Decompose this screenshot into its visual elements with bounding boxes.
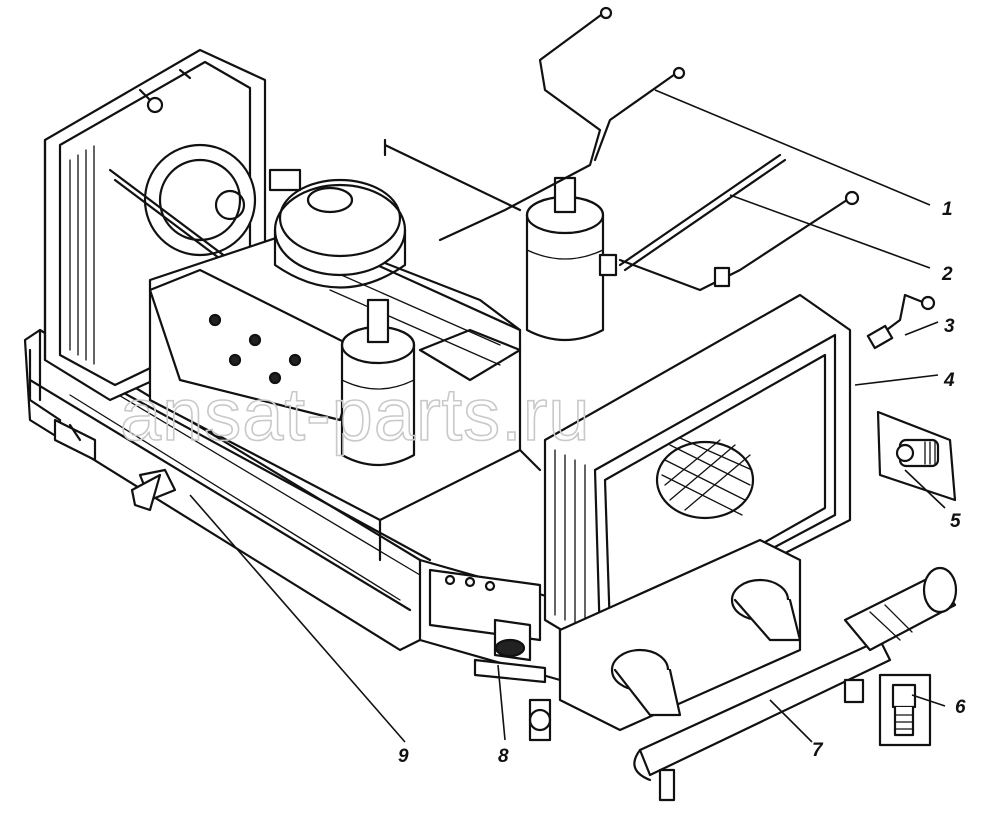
air-filter: [268, 168, 407, 289]
callout-9: 9: [398, 746, 409, 767]
callouts: 1 2 3 4 5 6 7 8 9: [398, 199, 966, 767]
pipe-assembly-7: [633, 566, 958, 802]
filter-canister-left: [340, 298, 416, 466]
engine-mount-8: [473, 618, 547, 684]
callout-1: 1: [942, 199, 953, 220]
callout-7: 7: [812, 740, 824, 761]
watermark-text: ansat-parts.ru: [120, 373, 591, 456]
heater-panel: [543, 293, 852, 652]
sensor-6: [878, 673, 932, 747]
pump-body: [528, 538, 802, 742]
callout-3: 3: [944, 316, 955, 337]
fitting-3: [866, 293, 936, 350]
callout-4: 4: [943, 370, 955, 391]
filter-canister-right: [525, 176, 605, 342]
callout-2: 2: [941, 264, 953, 285]
callout-8: 8: [498, 746, 509, 767]
leader-lines: [189, 89, 946, 743]
grille: [655, 437, 755, 520]
tubes-and-lines: [383, 6, 860, 292]
engine-block: [148, 228, 542, 562]
sensor-5: [876, 410, 957, 502]
callout-6: 6: [955, 697, 966, 718]
engine-mount-9: [68, 423, 177, 512]
callout-5: 5: [950, 511, 961, 532]
